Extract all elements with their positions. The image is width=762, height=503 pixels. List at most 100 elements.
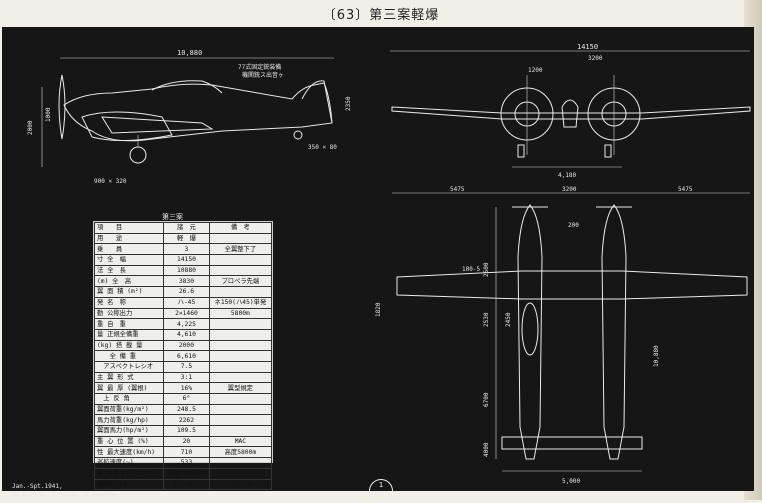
side-height-label-2: 1000 [45,107,52,122]
spec-item-cell: 翼 最 厚 (翼根) [93,382,165,394]
spec-value-cell: 3:1 [163,371,210,384]
top-wing [396,270,748,300]
spec-item-cell: 性 最大速度(km/h) [93,446,165,459]
spec-note-cell: 5800m [208,307,273,320]
top-dim-100-5: 100-5 [462,266,480,273]
spec-note-cell [208,264,273,277]
front-left-wheel [517,144,525,158]
spec-note-cell: MAC [208,435,273,448]
spec-value-cell: 4,225 [163,318,210,330]
spec-item-cell: 翼面馬力(hp/m²) [93,425,165,437]
spec-value-cell: 20 [163,435,210,448]
spec-note-cell [208,339,273,352]
spec-value-cell: 533 [163,457,210,469]
scale-badge: 1 50 [369,479,393,503]
spec-note-cell [208,457,273,469]
side-note-1: 77式固定銃装備 [238,63,281,71]
spec-note-cell [208,414,273,427]
spec-note-cell [208,328,273,341]
aircraft-three-view-svg: 10,880 77式固定銃装備 機関銃ス出音ヶ 2000 1000 900 × … [27,43,751,485]
spec-note-cell [208,286,273,298]
front-view: 14150 3200 1200 4,180 [390,43,751,179]
top-dim-2450: 2450 [505,312,512,327]
spec-value-cell: 7.5 [163,360,210,373]
credit-text: Jan.-Spt.1941, By R.Endo, Y.Takao, M.Tom… [12,483,117,499]
spec-value-cell: 300~400 [163,478,210,491]
credit-line-2: By R.Endo, Y.Takao, M.Tomita. [12,491,117,498]
top-right-boom [601,204,627,460]
spec-value-cell: 10880 [163,264,210,277]
spec-item-cell: 量 正規全備重 [93,328,165,341]
spec-note-cell [208,318,273,330]
top-bottom-dim-label: 5,000 [562,478,580,485]
side-length-label: 10,880 [177,49,202,57]
spec-row: 翼面荷重(kg/m²)248.5 [93,403,273,416]
spec-value-cell: 3830 [163,275,210,288]
spec-note-cell [208,360,273,373]
side-propeller [58,74,66,140]
spec-value-cell: 109.5 [163,425,210,437]
side-tail-wheel [293,130,303,140]
top-tailplane [501,436,643,450]
front-fuselage [561,99,579,128]
spec-value-cell: 2×1460 [163,307,210,320]
spec-value-cell: 3 [163,243,210,256]
spec-value-cell: 軽 爆 [163,232,210,245]
front-right-wheel [604,144,612,158]
top-canopy [521,302,539,356]
spec-note-cell [208,467,273,480]
spec-row: 巡航速度(~)533 [93,457,273,469]
spec-value-cell: 248.5 [163,403,210,416]
spec-note-cell [208,232,273,245]
spec-item-cell: 動 公称出力 [93,307,165,320]
spec-note-cell [208,254,273,266]
spec-row: 能 行動半径(km)700(+15分) [93,467,273,480]
side-fuselage [63,82,333,142]
side-prop-dim-label: 900 × 320 [94,178,127,185]
front-track-label: 4,180 [558,172,576,179]
spec-item-cell: 寸 全 幅 [93,254,165,266]
spec-item-cell: 爆弾搭載量(kg) [93,478,165,491]
spec-note-cell [208,393,273,405]
top-center-dim-label: 3200 [562,186,577,193]
page-title: 〔63〕第三案軽爆 [322,8,440,23]
spec-item-cell: 発 名 称 [93,296,165,309]
spec-row: 翼面馬力(hp/m²)109.5 [93,425,273,437]
side-main-wheel [129,146,147,164]
spec-note-cell: 翼型規定 [208,382,273,394]
spec-item-cell: 能 行動半径(km) [93,467,165,480]
spec-note-cell [208,425,273,437]
side-note-2: 機関銃ス出音ヶ [242,71,284,79]
spec-note-cell: 全翼整下了 [208,243,273,256]
top-dim-4000: 4000 [483,442,490,457]
spec-item-cell: 翼 面 積 (m²) [93,286,165,298]
spec-item-cell: (kg) 搭 載 量 [93,339,165,352]
spec-item-cell: 翼面荷重(kg/m²) [93,403,165,416]
spec-note-cell: 100kg弾 [208,478,273,491]
top-dim-2530: 2530 [483,312,490,327]
front-inner-label: 1200 [528,67,543,74]
spec-item-cell: 項 目 [93,222,165,234]
scale-bottom: 50 [376,491,386,499]
spec-value-cell: 4,610 [163,328,210,341]
scale-top: 1 [378,481,384,489]
spec-note-cell [208,403,273,416]
top-dim-6700: 6700 [483,392,490,407]
front-sub-label: 3200 [588,55,603,62]
spec-item-cell: 巡航速度(~) [93,457,165,469]
blueprint-drawing: 10,880 77式固定銃装備 機関銃ス出音ヶ 2000 1000 900 × … [2,27,754,503]
spec-item-cell: 用 途 [93,232,165,245]
